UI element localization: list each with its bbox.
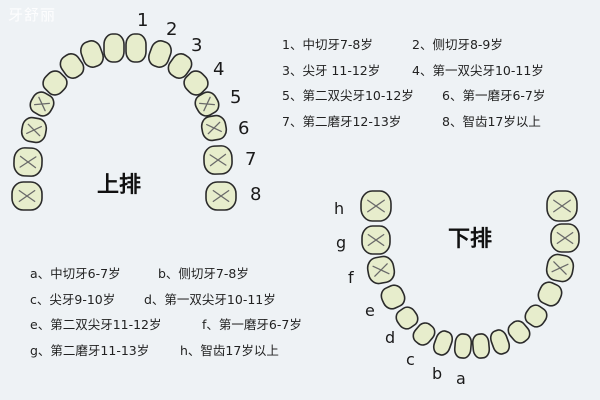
legend-item: 1、中切牙7-8岁 [282, 37, 373, 52]
lower-tooth-right-a [471, 333, 491, 359]
upper-tooth-left-4 [42, 70, 68, 96]
upper-tooth-1 [125, 33, 147, 63]
legend-item: 2、侧切牙8-9岁 [412, 37, 503, 52]
lower-label-b: b [432, 364, 442, 383]
lower-title: 下排 [448, 227, 492, 252]
lower-tooth-a [453, 333, 473, 359]
lower-tooth-right-g [550, 223, 580, 253]
upper-title: 上排 [97, 173, 141, 198]
upper-label-3: 3 [191, 35, 202, 56]
upper-tooth-left-5 [29, 91, 55, 117]
upper-tooth-3 [167, 53, 193, 79]
legend-item: c、尖牙9-10岁 [30, 291, 116, 307]
legend-row: a、中切牙6-7岁 b、侧切牙7-8岁 [30, 261, 302, 287]
lower-tooth-e [380, 284, 406, 310]
upper-tooth-7 [203, 145, 233, 175]
upper-tooth-8 [205, 181, 237, 211]
lower-label-d: d [385, 328, 395, 347]
upper-tooth-left-7 [13, 147, 43, 177]
lower-tooth-c [412, 322, 436, 346]
lower-label-h: h [334, 199, 344, 218]
lower-tooth-g [361, 225, 391, 255]
legend-item: b、侧切牙7-8岁 [158, 266, 249, 281]
legend-item: 8、智齿17岁以上 [442, 113, 541, 129]
legend-item: g、第二磨牙11-13岁 [30, 342, 150, 358]
legend-item: d、第一双尖牙10-11岁 [144, 291, 276, 307]
lower-tooth-right-c [507, 320, 531, 344]
upper-tooth-5 [194, 91, 220, 117]
legend-row: e、第二双尖牙11-12岁 f、第一磨牙6-7岁 [30, 312, 302, 338]
legend-row: c、尖牙9-10岁 d、第一双尖牙10-11岁 [30, 287, 302, 313]
legend-row: 5、第二双尖牙10-12岁 6、第一磨牙6-7岁 [282, 83, 545, 109]
legend-item: a、中切牙6-7岁 [30, 266, 121, 281]
upper-label-1: 1 [137, 10, 148, 31]
legend-item: h、智齿17岁以上 [180, 342, 279, 358]
lower-tooth-right-e [537, 281, 563, 307]
legend-item: 3、尖牙 11-12岁 [282, 62, 381, 78]
upper-tooth-left-3 [59, 53, 85, 79]
legend-item: 5、第二双尖牙10-12岁 [282, 88, 414, 103]
upper-tooth-6 [200, 114, 228, 142]
legend-item: f、第一磨牙6-7岁 [202, 317, 302, 332]
lower-label-g: g [336, 233, 346, 252]
lower-label-a: a [456, 369, 466, 388]
upper-tooth-2 [148, 40, 172, 68]
lower-label-c: c [406, 350, 415, 369]
upper-label-8: 8 [250, 184, 261, 205]
legend-item: e、第二双尖牙11-12岁 [30, 317, 162, 332]
lower-arch [360, 190, 580, 359]
watermark-logo: 牙舒丽 [8, 6, 57, 24]
upper-arch [11, 33, 237, 211]
upper-tooth-left-2 [80, 40, 104, 68]
legend-item: 7、第二磨牙12-13岁 [282, 113, 402, 129]
upper-label-4: 4 [213, 59, 224, 80]
upper-tooth-left-1 [103, 33, 125, 63]
lower-tooth-d [395, 306, 419, 330]
lower-label-e: e [365, 301, 375, 320]
lower-tooth-b [432, 330, 454, 356]
lower-label-f: f [348, 268, 354, 287]
lower-tooth-right-d [524, 304, 548, 328]
upper-label-5: 5 [230, 87, 241, 108]
legend-row: 7、第二磨牙12-13岁 8、智齿17岁以上 [282, 109, 545, 135]
legend-item: 4、第一双尖牙10-11岁 [412, 62, 544, 78]
lower-tooth-h [360, 190, 392, 222]
legend-row: g、第二磨牙11-13岁 h、智齿17岁以上 [30, 338, 302, 364]
lower-tooth-right-f [545, 253, 575, 283]
upper-label-2: 2 [166, 19, 177, 40]
upper-label-6: 6 [238, 118, 249, 139]
upper-tooth-4 [183, 70, 209, 96]
upper-tooth-left-8 [11, 181, 43, 211]
lower-tooth-f [366, 255, 396, 285]
lower-tooth-right-b [489, 329, 511, 355]
lower-tooth-right-h [546, 190, 578, 222]
legend-row: 1、中切牙7-8岁 2、侧切牙8-9岁 [282, 32, 545, 58]
upper-tooth-left-6 [20, 116, 48, 144]
lower-legend: a、中切牙6-7岁 b、侧切牙7-8岁 c、尖牙9-10岁 d、第一双尖牙10-11… [30, 261, 302, 363]
upper-legend: 1、中切牙7-8岁 2、侧切牙8-9岁 3、尖牙 11-12岁 4、第一双尖牙10-… [282, 32, 545, 134]
upper-label-7: 7 [245, 149, 256, 170]
legend-item: 6、第一磨牙6-7岁 [442, 88, 546, 103]
legend-row: 3、尖牙 11-12岁 4、第一双尖牙10-11岁 [282, 58, 545, 84]
